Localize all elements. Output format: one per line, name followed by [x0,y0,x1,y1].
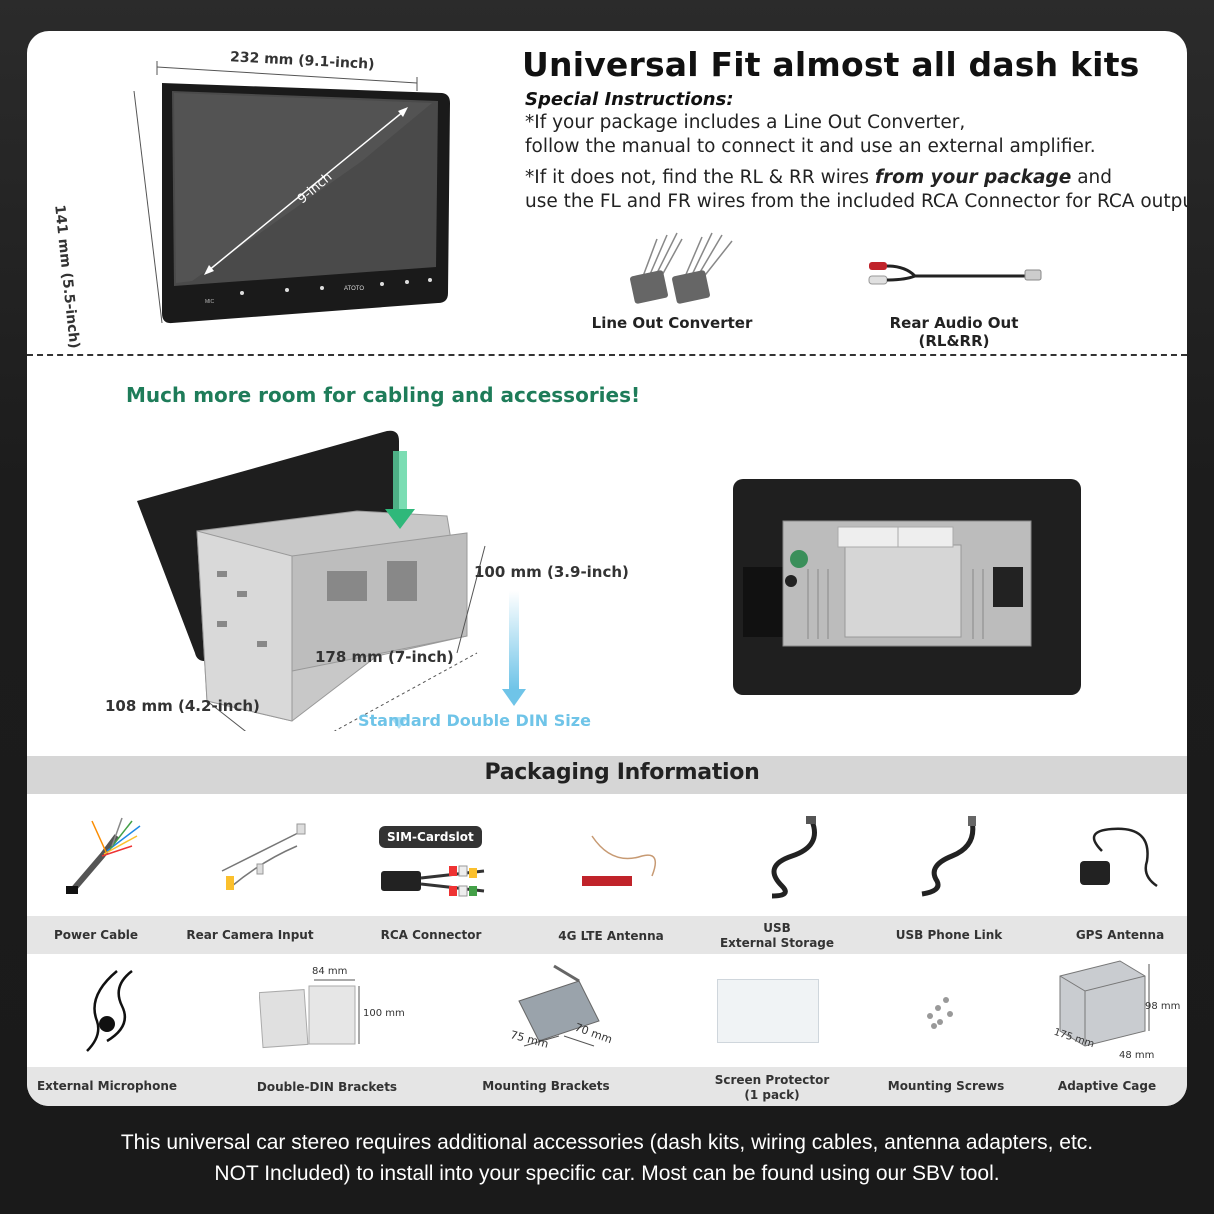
rca-connector-image [381,865,485,897]
instruction-2-part-c: and [1071,167,1113,188]
footer-note: This universal car stereo requires addit… [0,1127,1214,1189]
item-label-gps-antenna: GPS Antenna [1075,928,1165,942]
lte-antenna-image [582,835,657,886]
item-label-usb-line2: External Storage [719,936,835,950]
item-label-usb-phone-link: USB Phone Link [895,928,1003,942]
rear-audio-cable-image [868,262,1042,285]
product-card: ATOTO MIC 232 mm (9.1-inch) 141 mm (5.5-… [27,31,1187,1106]
rear-audio-caption-line2: (RL&RR) [918,332,990,350]
instruction-1-line2: follow the manual to connect it and use … [525,136,1096,157]
cabling-depth-dim: 108 mm (4.2-inch) [105,697,260,715]
item-label-screen-protector-line1: Screen Protector [714,1073,830,1087]
bracket-height-dim: 100 mm [363,1008,405,1019]
mounting-screws-image [927,997,953,1029]
item-label-screen-protector: Screen Protector (1 pack) [692,1073,852,1103]
sim-cardslot-badge: SIM-Cardslot [379,826,482,848]
footer-line2: NOT Included) to install into your speci… [214,1162,1000,1185]
line-out-converter-image [630,232,733,304]
item-label-adaptive-cage: Adaptive Cage [1057,1079,1157,1093]
external-microphone-image [86,970,133,1052]
usb-storage-cable-image [771,816,817,899]
unit-rear-view-illustration [733,479,1081,695]
rear-camera-input-image [221,823,306,890]
item-label-rear-camera: Rear Camera Input [186,928,314,942]
cabling-width-dim: 178 mm (7-inch) [315,648,454,666]
section-divider [27,354,1187,356]
cabling-headline: Much more room for cabling and accessori… [126,383,641,407]
packaging-title-bar [27,756,1187,794]
device-height-label: 141 mm (5.5-inch) [51,204,83,350]
item-label-mounting-screws: Mounting Screws [887,1079,1005,1093]
mounting-brackets-image [518,964,600,1047]
rear-audio-caption-line1: Rear Audio Out [889,314,1019,332]
standard-din-label: Standard Double DIN Size [358,711,591,730]
instruction-2-line1: *If it does not, find the RL & RR wires … [525,166,1112,190]
instruction-2-emphasis: from your package [874,167,1072,188]
item-label-usb-line1: USB [763,921,791,935]
mic-label: MIC [205,299,215,305]
usb-phone-link-image [921,816,976,897]
item-label-power-cable: Power Cable [53,928,139,942]
double-din-chassis-illustration [137,430,486,731]
rear-audio-caption: Rear Audio Out (RL&RR) [854,314,1054,350]
item-label-rca-connector: RCA Connector [380,928,482,942]
page-title: Universal Fit almost all dash kits [522,45,1140,84]
instruction-1-line1: *If your package includes a Line Out Con… [525,112,966,133]
power-cable-image [66,817,141,894]
cabling-height-dim: 100 mm (3.9-inch) [474,563,629,581]
row1-label-bar [27,916,1187,954]
double-din-brackets-image [259,979,360,1049]
row2-label-bar [27,1067,1187,1106]
adaptive-cage-image [1059,960,1150,1047]
item-label-double-din-brackets: Double-DIN Brackets [256,1080,398,1094]
device-front-illustration: ATOTO MIC [133,61,450,324]
item-label-lte-antenna: 4G LTE Antenna [558,929,664,943]
item-label-usb-storage: USB External Storage [697,921,857,951]
item-label-external-microphone: External Microphone [36,1079,178,1093]
item-label-mounting-brackets: Mounting Brackets [482,1079,610,1093]
blue-arrow-icon [502,591,526,706]
cage-dim-c: 98 mm [1145,1001,1181,1012]
cage-dim-b: 48 mm [1119,1050,1155,1061]
gps-antenna-image [1080,827,1158,888]
screen-protector-image [717,979,819,1043]
special-instructions-heading: Special Instructions: [525,89,734,110]
instruction-2-part-a: *If it does not, find the RL & RR wires [525,167,875,188]
footer-line1: This universal car stereo requires addit… [120,1131,1094,1154]
device-brand-text: ATOTO [344,286,364,292]
instruction-2-line2: use the FL and FR wires from the include… [525,191,1187,212]
bracket-width-dim: 84 mm [312,966,348,977]
line-out-converter-caption: Line Out Converter [591,314,753,332]
item-label-screen-protector-line2: (1 pack) [744,1088,800,1102]
packaging-title: Packaging Information [484,760,760,785]
